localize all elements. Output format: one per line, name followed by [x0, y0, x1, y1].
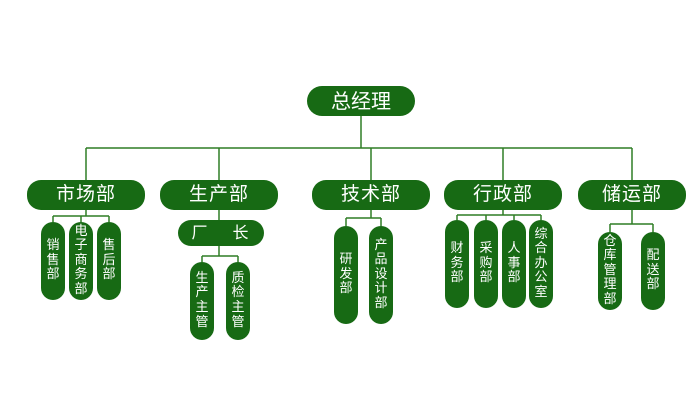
node-marketing-dept: 市场部: [27, 180, 145, 210]
node-production-supervisor: 生产主管: [190, 262, 214, 340]
node-rnd-dept: 研发部: [334, 226, 358, 324]
node-factory-manager: 厂 长: [178, 220, 264, 246]
node-sales-dept: 销售部: [41, 222, 65, 300]
node-after-sales-dept: 售后部: [97, 222, 121, 300]
node-warehouse-dept: 仓库管理部: [598, 232, 622, 310]
node-logistics-dept: 储运部: [578, 180, 686, 210]
node-technology-dept: 技术部: [312, 180, 430, 210]
node-procurement-dept: 采购部: [474, 220, 498, 308]
node-general-office: 综合办公室: [529, 220, 553, 308]
node-ecommerce-dept: 电子商务部: [69, 222, 93, 300]
node-hr-dept: 人事部: [502, 220, 526, 308]
node-general-manager: 总经理: [307, 86, 415, 116]
node-administration-dept: 行政部: [444, 180, 562, 210]
node-production-dept: 生产部: [160, 180, 278, 210]
node-delivery-dept: 配送部: [641, 232, 665, 310]
node-finance-dept: 财务部: [445, 220, 469, 308]
node-product-design-dept: 产品设计部: [369, 226, 393, 324]
node-qc-supervisor: 质检主管: [226, 262, 250, 340]
